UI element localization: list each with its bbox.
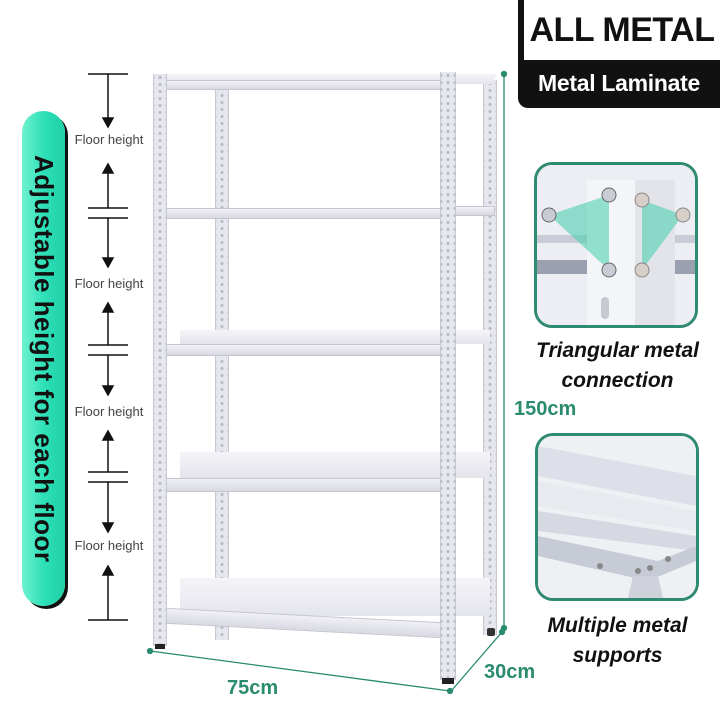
- shelf-top-3: [180, 330, 490, 344]
- floor-height-arrows-icon: [88, 73, 128, 621]
- caption-line: Multiple metal: [547, 614, 688, 637]
- floor-height-label: Floor height: [74, 404, 144, 419]
- metal-shelf-unit: [150, 60, 510, 684]
- dimension-lines-icon: [146, 70, 508, 695]
- badge-title: ALL METAL: [529, 11, 716, 49]
- width-dimension: 75cm: [227, 677, 279, 699]
- shelf-top-5: [180, 578, 490, 616]
- badge-title-box: ALL METAL: [524, 0, 720, 60]
- metal-supports-card: [535, 433, 699, 601]
- front-left-post: [153, 74, 167, 646]
- badge-subtitle: Metal Laminate: [538, 70, 700, 96]
- foot: [155, 644, 165, 649]
- back-right-post: [483, 80, 497, 635]
- depth-dimension: 30cm: [484, 661, 536, 683]
- height-dimension: 150cm: [514, 398, 577, 420]
- caption-line: Triangular metal: [536, 339, 699, 362]
- foot: [442, 678, 454, 684]
- adjustable-height-text: Adjustable height for each floor: [29, 154, 59, 563]
- adjustable-height-banner-text-wrap: Adjustable height for each floor: [22, 111, 65, 606]
- caption-line: connection: [561, 369, 674, 392]
- caption-line: supports: [572, 644, 663, 667]
- back-left-post: [215, 85, 229, 640]
- triangular-connection-caption: Triangular metal connection: [515, 336, 720, 396]
- floor-height-label: Floor height: [74, 132, 144, 147]
- shelf-top-4: [180, 452, 490, 478]
- floor-height-label: Floor height: [74, 276, 144, 291]
- metal-supports-caption: Multiple metal supports: [515, 611, 720, 671]
- triangle-bracket-icon: [537, 165, 695, 325]
- floor-height-label: Floor height: [74, 538, 144, 553]
- adjustable-height-banner: [22, 111, 65, 606]
- front-right-post: [440, 72, 456, 680]
- shelf-support-icon: [538, 436, 696, 598]
- triangular-connection-card: [534, 162, 698, 328]
- foot: [487, 628, 495, 636]
